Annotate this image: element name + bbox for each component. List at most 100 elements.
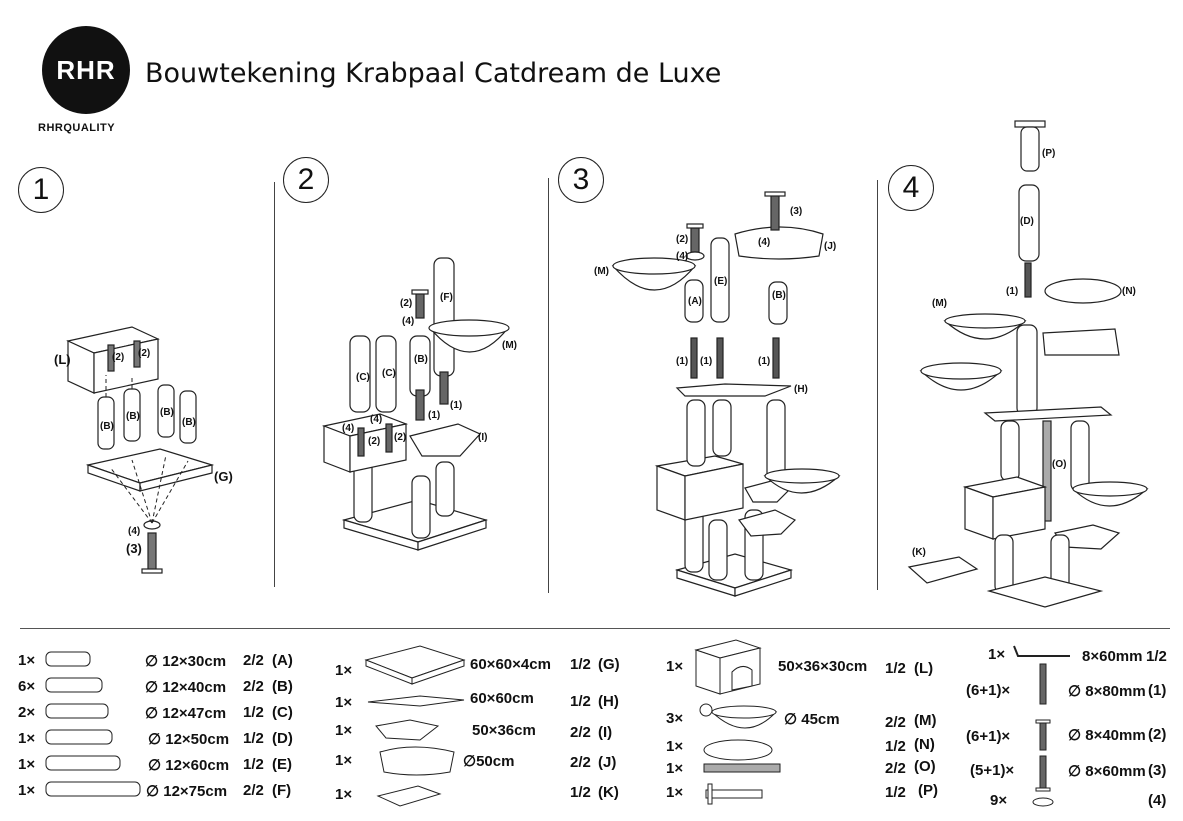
step4-label-D: (D) (1020, 216, 1034, 227)
part-frac-G: 1/2 (570, 656, 591, 673)
rhr-logo: RHR (42, 26, 130, 114)
hardware-qty-3: (5+1)× (970, 762, 1015, 779)
board-icon (364, 645, 466, 679)
brand-name: RHRQUALITY (38, 122, 116, 134)
step4-label-P: (P) (1042, 148, 1056, 159)
part-code-K: (K) (598, 784, 619, 801)
hardware-code-1: (1) (1148, 682, 1167, 699)
post-icon (45, 781, 141, 797)
step2-label-screw2a: (2) (400, 298, 413, 309)
part-frac-L: 1/2 (885, 660, 906, 677)
step4-label-O: (O) (1052, 459, 1067, 470)
step-divider-3 (877, 180, 878, 590)
step3-label-washer4a: (4) (676, 251, 689, 262)
part-qty-N: 1× (666, 738, 684, 755)
step-divider-1 (274, 182, 275, 587)
part-code-A: (A) (272, 652, 293, 669)
cushion-icon (379, 746, 455, 776)
part-dim-I: 50×36cm (472, 722, 536, 739)
step2-label-screw2b: (2) (368, 436, 381, 447)
step2-label-screw1b: (1) (428, 410, 441, 421)
parts-separator-line (20, 628, 1170, 629)
part-qty-A: 1× (18, 652, 36, 669)
part-frac-A: 2/2 (243, 652, 264, 669)
hardware-code-4: (4) (1148, 792, 1167, 809)
part-frac-M: 2/2 (885, 714, 906, 731)
step3-label-B: (B) (772, 290, 786, 301)
part-qty-M: 3× (666, 710, 684, 727)
step1-label-G: (G) (214, 469, 233, 484)
screw-icon (1039, 663, 1047, 705)
part-code-N: (N) (914, 736, 935, 753)
part-code-I: (I) (598, 724, 613, 741)
step4-label-N: (N) (1122, 286, 1136, 297)
part-dim-L: 50×36×30cm (778, 658, 868, 675)
step1-label-washer4: (4) (128, 526, 141, 537)
hardware-qty-key: 1× (988, 646, 1006, 663)
step2-label-screw1a: (1) (450, 400, 463, 411)
hardware-qty-2: (6+1)× (966, 728, 1011, 745)
part-qty-B: 6× (18, 678, 36, 695)
step1-label-B2: (B) (126, 411, 140, 422)
logo-text: RHR (56, 54, 116, 85)
part-frac-I: 2/2 (570, 724, 591, 741)
part-qty-D: 1× (18, 730, 36, 747)
step2-drawing (321, 257, 510, 551)
posts-icons (45, 651, 141, 797)
hardware-code-2: (2) (1148, 726, 1167, 743)
part-code-D: (D) (272, 730, 293, 747)
hardware-qty-1: (6+1)× (966, 682, 1011, 699)
step-divider-2 (548, 178, 549, 593)
part-dim-B: ∅ 12×40cm (145, 679, 227, 696)
part-frac-O: 2/2 (885, 760, 906, 777)
post-icon (45, 651, 91, 667)
step1-label-L: (L) (54, 352, 71, 367)
hardware-dim-2: ∅ 8×40mm (1068, 727, 1146, 744)
step1-label-screw2a: (2) (112, 352, 125, 363)
part-qty-O: 1× (666, 760, 684, 777)
part-frac-F: 2/2 (243, 782, 264, 799)
rope-icon (703, 763, 781, 773)
part-dim-A: ∅ 12×30cm (145, 653, 227, 670)
step3-drawing (611, 191, 841, 597)
step4-label-screw1: (1) (1006, 286, 1019, 297)
part-dim-J: ∅50cm (463, 753, 515, 770)
step1-label-screw2b: (2) (138, 348, 151, 359)
step3-label-H: (H) (794, 384, 808, 395)
part-code-P: (P) (918, 782, 938, 799)
step4-drawing (907, 120, 1149, 608)
step3-label-M: (M) (594, 266, 609, 277)
hardware-dim-1: ∅ 8×80mm (1068, 683, 1146, 700)
part-frac-C: 1/2 (243, 704, 264, 721)
post-icon (45, 677, 103, 693)
cushion-icon (703, 739, 773, 761)
hardware-icons (1013, 645, 1070, 807)
allen-key-icon (1013, 645, 1070, 657)
part-qty-P: 1× (666, 784, 684, 801)
part-dim-E: ∅ 12×60cm (148, 757, 230, 774)
step1-label-screw3: (3) (126, 541, 142, 556)
step1-label-B4: (B) (182, 417, 196, 428)
step-number-4: 4 (888, 165, 934, 211)
post-icon (45, 703, 109, 719)
step1-label-B1: (B) (100, 421, 114, 432)
part-dim-D: ∅ 12×50cm (148, 731, 230, 748)
step3-label-washer4b: (4) (758, 237, 771, 248)
part-qty-J: 1× (335, 752, 353, 769)
hardware-dim-key: 8×60mm (1082, 648, 1143, 665)
part-frac-J: 2/2 (570, 754, 591, 771)
part-code-F: (F) (272, 782, 292, 799)
hardware-qty-4: 9× (990, 792, 1008, 809)
step2-label-C1: (C) (356, 372, 370, 383)
step3-label-screw2: (2) (676, 234, 689, 245)
step3-label-screw1a: (1) (676, 356, 689, 367)
part-dim-G: 60×60×4cm (470, 656, 551, 673)
step2-label-I: (I) (478, 432, 488, 443)
step2-label-B: (B) (414, 354, 428, 365)
washer-icon (1032, 797, 1054, 807)
extras-icons (694, 639, 781, 805)
part-frac-K: 1/2 (570, 784, 591, 801)
screw-icon (1039, 719, 1047, 751)
boards-icons (364, 645, 466, 807)
part-code-C: (C) (272, 704, 293, 721)
